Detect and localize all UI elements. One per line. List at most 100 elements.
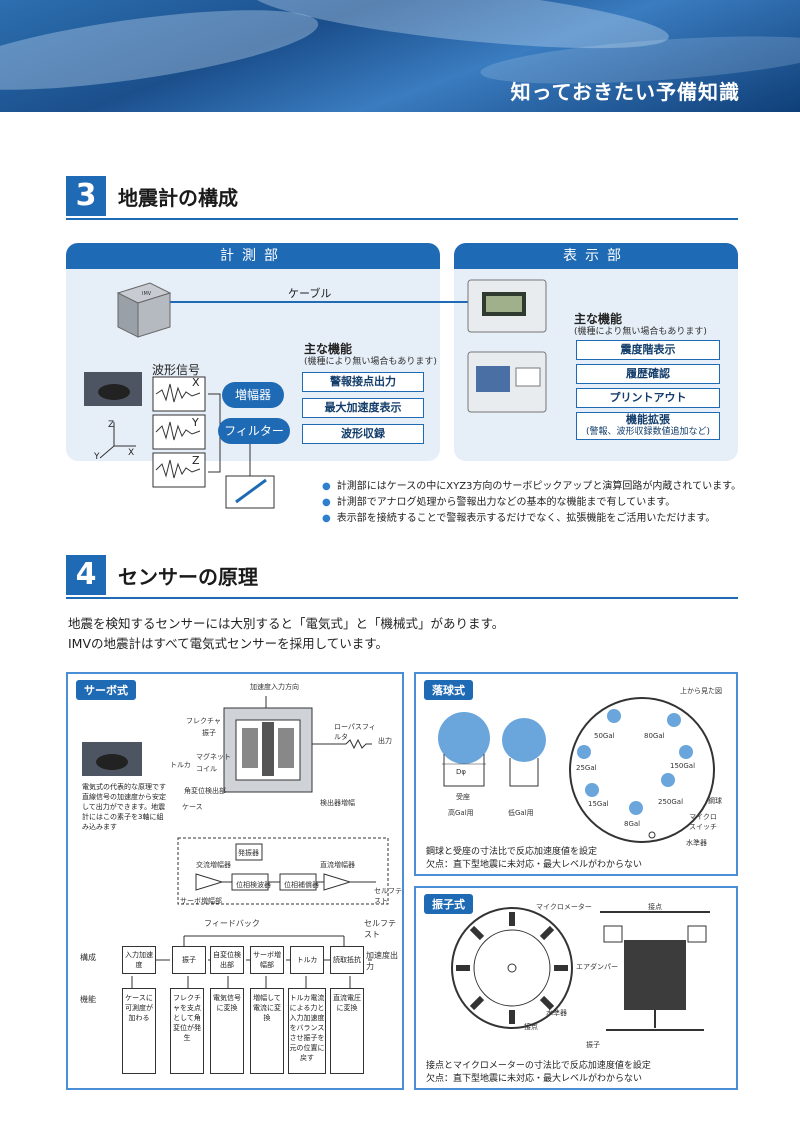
section3-bullets: 計測部にはケースの中にXYZ3方向のサーボピックアップと演算回路が内蔵されていま… xyxy=(322,479,741,527)
label-detect-amp: 検出器増幅 xyxy=(320,799,355,807)
flow-connectors xyxy=(131,935,372,988)
bullet-item: 計測部でアナログ処理から警報出力などの基本的な機能まで有しています。 xyxy=(322,495,741,511)
d-label: Dφ xyxy=(456,768,467,776)
section3-number: 3 xyxy=(66,176,106,216)
section4-intro: 地震を検知するセンサーには大別すると「電気式」と「機械式」があります。 IMVの… xyxy=(68,614,504,654)
label-lowpass: ローパスフィルタ xyxy=(334,723,376,741)
label-output: 出力 xyxy=(378,737,392,745)
seen-from-top-label: 上から見た図 xyxy=(680,687,722,695)
label-phase-comp: 位相補償器 xyxy=(284,881,319,889)
bullet-item: 表示部を接続することで警報表示するだけでなく、拡張機能をご活用いただけます。 xyxy=(322,511,741,527)
pendulum-label: 振子 xyxy=(586,1041,600,1049)
contact2-label: 接点 xyxy=(524,1023,538,1031)
servo-description: 電気式の代表的な原理です直線信号の加速度から安定して出力ができます。地震計にはこ… xyxy=(82,783,166,831)
signal-y-label: Y xyxy=(192,416,199,429)
flow-row-label-2: 機能 xyxy=(80,995,96,1004)
drop-ball-caption-2: 欠点：直下型地震に未対応・最大レベルがわからない xyxy=(426,860,643,870)
flow-func-3: 増幅して電流に変換 xyxy=(250,988,284,1074)
display-func-ext-note: (警報、波形収録数値追加など) xyxy=(585,427,711,437)
level-label: 水準器 xyxy=(686,839,707,847)
label-coil: コイル xyxy=(196,765,217,773)
axis-y-label: Y xyxy=(94,452,100,462)
gal-label-3: 150Gal xyxy=(670,762,696,770)
bullet-item: 計測部にはケースの中にXYZ3方向のサーボピックアップと演算回路が内蔵されていま… xyxy=(322,479,741,495)
display-unit-images xyxy=(467,279,547,413)
display-panel-header: 表示部 xyxy=(454,243,738,269)
label-ac-amp: 交流増幅器 xyxy=(196,861,231,869)
label-oscillator: 発振器 xyxy=(238,849,259,857)
svg-text:IMV: IMV xyxy=(142,291,152,297)
pendulum-caption-1: 接点とマイクロメーターの寸法比で反応加速度値を設定 xyxy=(426,1061,651,1071)
label-self-test: セルフテスト xyxy=(374,887,402,905)
signal-x-label: X xyxy=(192,376,200,389)
flow-block-6: 加速度出力 xyxy=(366,951,398,971)
label-magnet: マグネット xyxy=(196,753,231,761)
measure-func-0: 警報接点出力 xyxy=(302,372,424,392)
measure-func-1: 最大加速度表示 xyxy=(302,398,424,418)
flow-block-5: 読取抵抗 xyxy=(330,946,364,974)
sensor-element-photo xyxy=(84,372,142,406)
top-view-diagram xyxy=(569,697,715,843)
display-func-0: 震度階表示 xyxy=(576,340,720,360)
gal-label-5: 250Gal xyxy=(658,798,684,806)
intro-line: IMVの地震計はすべて電気式センサーを採用しています。 xyxy=(68,636,389,651)
flow-func-5: 直流電圧に変換 xyxy=(330,988,364,1074)
display-func-ext-title: 機能拡張 xyxy=(626,413,670,426)
servo-mechanism-diagram xyxy=(177,696,389,905)
display-func-title: 主な機能 xyxy=(574,312,623,326)
micrometer-label: マイクロメーター xyxy=(536,903,592,911)
cable-label: ケーブル xyxy=(288,287,332,300)
waveform-label: 波形信号 xyxy=(152,363,201,377)
section3-header: 3 地震計の構成 xyxy=(66,176,738,220)
label-servo-amp: サーボ増幅部 xyxy=(180,897,222,905)
header-banner: 知っておきたい予備知識 xyxy=(0,0,800,112)
label-torquer: トルカ xyxy=(170,761,191,769)
section4-title: センサーの原理 xyxy=(118,565,258,589)
axis-x-label: X xyxy=(128,448,135,458)
amplifier-label: 増幅器 xyxy=(222,382,284,408)
intro-line: 地震を検知するセンサーには大別すると「電気式」と「機械式」があります。 xyxy=(68,616,505,631)
pendulum-side-view xyxy=(600,911,710,1031)
pendulum-tag: 振子式 xyxy=(424,894,473,914)
display-func-ext: 機能拡張 (警報、波形収録数値追加など) xyxy=(576,412,720,440)
gal-label-4: 15Gal xyxy=(588,800,609,808)
steel-ball-label: 鋼球 xyxy=(708,797,722,805)
gal-label-6: 8Gal xyxy=(624,820,641,828)
flow-block-0: 入力加速度 xyxy=(122,946,156,974)
waveform-signals xyxy=(152,376,206,488)
contact-label: 接点 xyxy=(648,903,662,911)
flow-block-3: サーボ増幅部 xyxy=(250,946,284,974)
section4-header: 4 センサーの原理 xyxy=(66,555,738,599)
flow-feedback: フィードバック xyxy=(204,919,260,928)
filter-label: フィルター xyxy=(218,418,290,444)
display-func-2: プリントアウト xyxy=(576,388,720,408)
low-gal-label: 低Gal用 xyxy=(508,809,534,817)
pendulum-caption-2: 欠点：直下型地震に未対応・最大レベルがわからない xyxy=(426,1074,643,1084)
flow-func-2: 電気信号に変換 xyxy=(210,988,244,1074)
measure-func-2: 波形収録 xyxy=(302,424,424,444)
gal-label-2: 25Gal xyxy=(576,764,597,772)
sensor-unit-image: IMV xyxy=(116,282,172,338)
measure-func-note: (機種により無い場合もあります) xyxy=(304,357,437,367)
label-pendulum: 振子 xyxy=(202,729,216,737)
display-func-note: (機種により無い場合もあります) xyxy=(574,327,707,337)
high-gal-label: 高Gal用 xyxy=(448,809,474,817)
flow-func-1: フレクチャを支点として角変位が発生 xyxy=(170,988,204,1074)
signal-z-label: Z xyxy=(192,454,200,467)
cable-line xyxy=(170,301,468,303)
label-case: ケース xyxy=(182,803,203,811)
wave-decoration xyxy=(0,0,323,107)
label-angle-det: 角変位検出部 xyxy=(184,787,226,795)
seat-label: 受座 xyxy=(456,793,470,801)
pendulum-level-label: 水準器 xyxy=(546,1009,567,1017)
air-damper-label: エアダンパー xyxy=(576,963,618,971)
xyz-axis-icon xyxy=(99,422,136,459)
section4-number: 4 xyxy=(66,555,106,595)
flow-func-0: ケースに可測度が加わる xyxy=(122,988,156,1074)
steel-ball-diagram xyxy=(438,712,546,787)
section3-title: 地震計の構成 xyxy=(118,186,238,210)
flow-block-2: 自変位検出部 xyxy=(210,946,244,974)
servo-tag: サーボ式 xyxy=(76,680,136,700)
gal-label-1: 80Gal xyxy=(644,732,665,740)
flow-block-4: トルカ xyxy=(290,946,324,974)
